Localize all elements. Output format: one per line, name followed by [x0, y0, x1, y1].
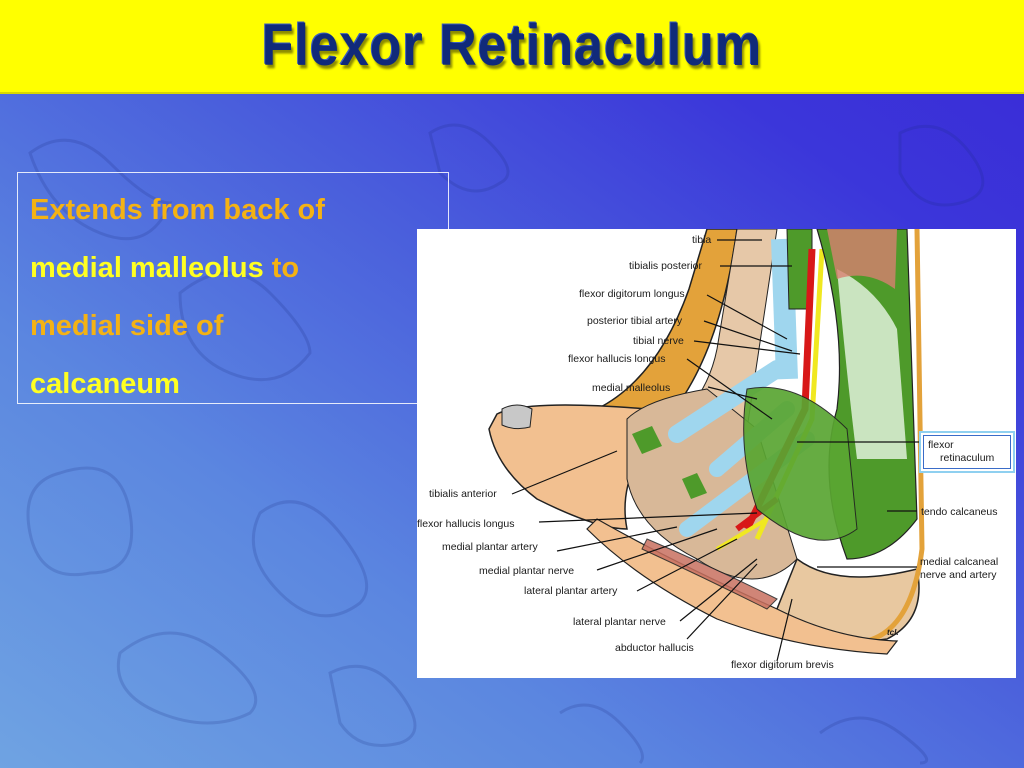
- label-flexor-digitorum-longus: flexor digitorum longus: [579, 288, 685, 300]
- label-medial-plantar-nerve: medial plantar nerve: [479, 565, 575, 577]
- label-tibia: tibia: [692, 234, 712, 246]
- label-medial-calcaneal: medial calcaneal: [920, 556, 999, 568]
- label-tibialis-anterior: tibialis anterior: [429, 488, 497, 500]
- label-lateral-plantar-nerve: lateral plantar nerve: [573, 616, 666, 628]
- body-text-orange: Extends from back of: [30, 194, 325, 226]
- body-line-2: medial malleolus to: [30, 239, 436, 297]
- label-tendo-calcaneus: tendo calcaneus: [921, 506, 998, 518]
- label-flexor-digitorum-brevis: flexor digitorum brevis: [731, 659, 834, 671]
- body-line-4: calcaneum: [30, 355, 436, 413]
- label-posterior-tibial-artery: posterior tibial artery: [587, 315, 683, 327]
- illustrator-signature: tcl.: [887, 628, 899, 637]
- body-line-3: medial side of: [30, 297, 436, 355]
- label-medial-malleolus: medial malleolus: [592, 382, 671, 394]
- body-text-box: Extends from back of medial malleolus to…: [17, 172, 449, 404]
- label-flexor-hallucis-longus-top: flexor hallucis longus: [568, 353, 666, 365]
- label-tibial-nerve: tibial nerve: [633, 335, 684, 347]
- flexor-retinaculum-callout: flexor retinaculum: [919, 431, 1015, 473]
- body-line-1: Extends from back of: [30, 181, 436, 239]
- body-text-orange: medial side of: [30, 310, 224, 342]
- label-lateral-plantar-artery: lateral plantar artery: [524, 585, 618, 597]
- ankle-anatomy-figure: tibia tibialis posterior flexor digitoru…: [417, 229, 1016, 678]
- label-flexor-hallucis-longus-bottom: flexor hallucis longus: [417, 518, 515, 530]
- label-nerve-and-artery: nerve and artery: [920, 569, 997, 581]
- label-tibialis-posterior: tibialis posterior: [629, 260, 702, 272]
- body-text-yellow: medial malleolus: [30, 252, 264, 284]
- label-medial-plantar-artery: medial plantar artery: [442, 541, 538, 553]
- label-abductor-hallucis: abductor hallucis: [615, 642, 694, 654]
- slide-title: Flexor Retinaculum: [261, 13, 763, 79]
- body-text-orange: to: [263, 252, 300, 284]
- callout-line-1: flexor: [928, 439, 954, 451]
- title-bar: Flexor Retinaculum: [0, 0, 1024, 94]
- body-text-yellow: calcaneum: [30, 368, 180, 400]
- callout-line-2: retinaculum: [940, 452, 995, 464]
- foot-illustration: [488, 229, 925, 662]
